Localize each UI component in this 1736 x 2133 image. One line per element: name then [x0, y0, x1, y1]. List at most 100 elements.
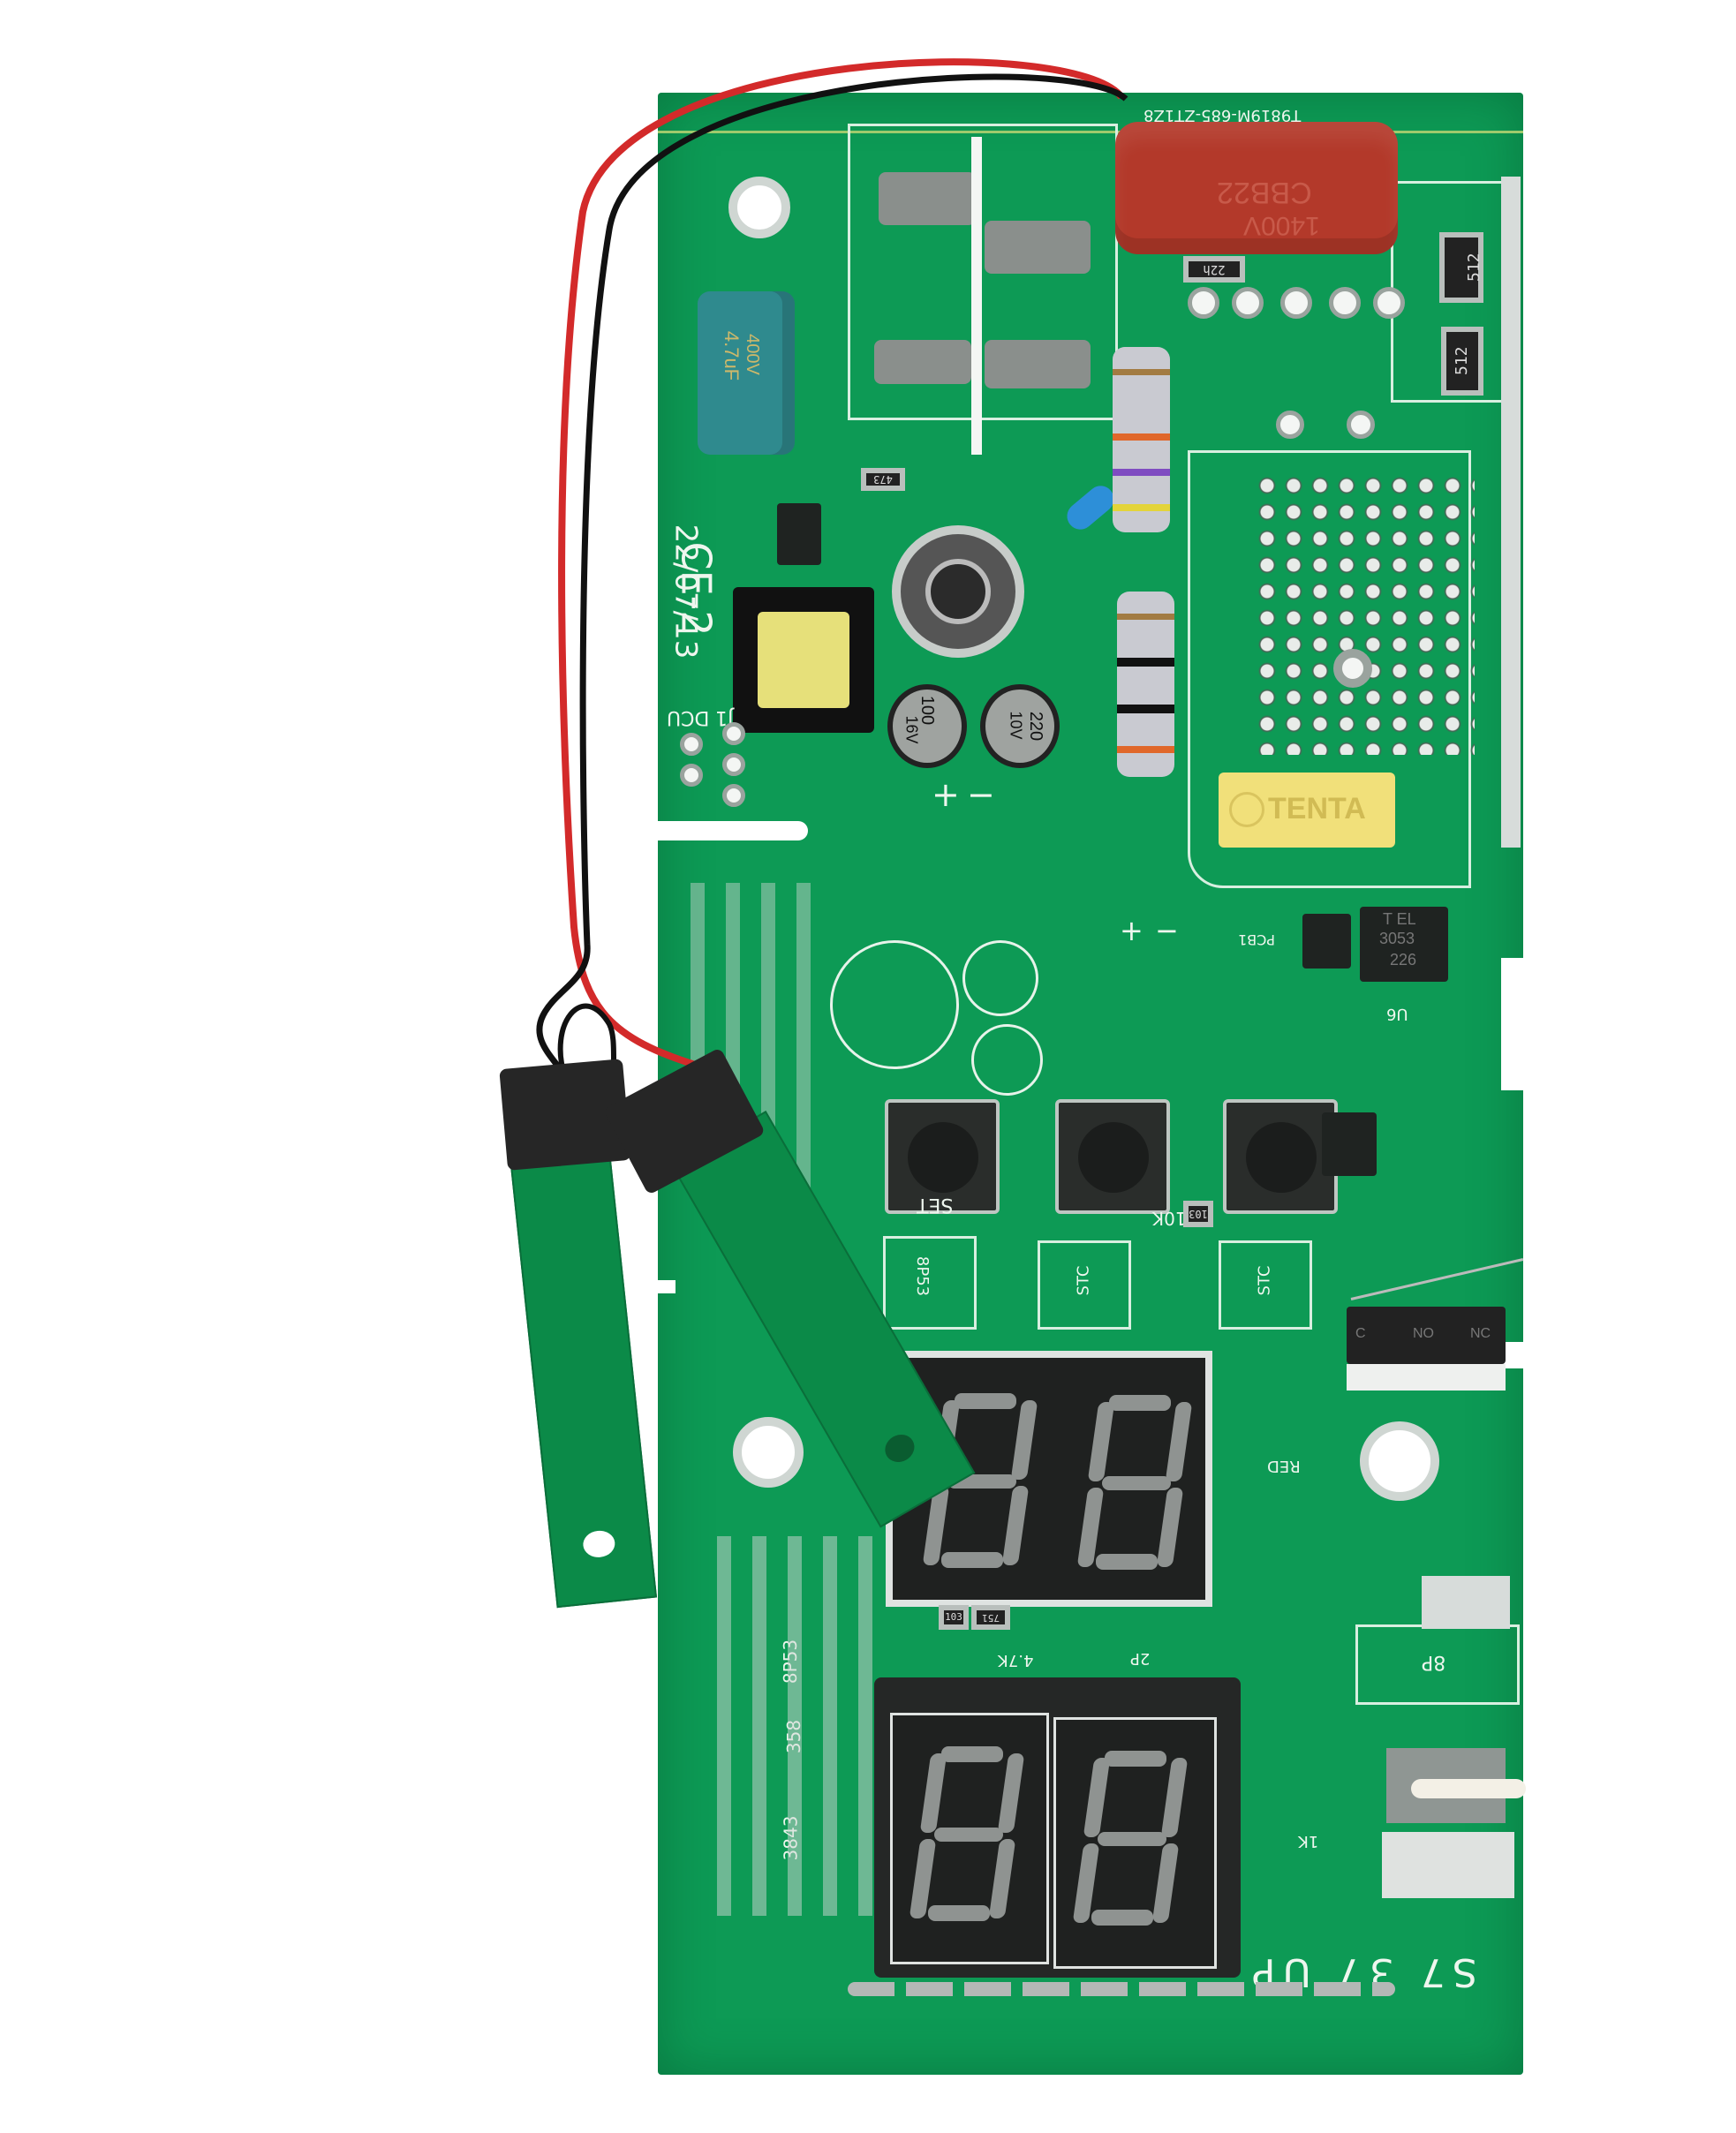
segment-a — [941, 1746, 1003, 1762]
electrolytic-capacitor-rating: 400V — [742, 334, 762, 375]
sensor-probe-left — [510, 1155, 658, 1609]
pin-8p-label: 8P — [1422, 1651, 1446, 1673]
ic-footprint-stc-b-label: STC — [1255, 1265, 1274, 1296]
j1-pin-1 — [722, 722, 745, 745]
resistor-1k-label: 1K — [1298, 1832, 1319, 1850]
set-button-label: SET — [917, 1194, 954, 1216]
smd-resistor-103: 103 — [1183, 1201, 1213, 1227]
smd-resistor-751: 751 — [971, 1605, 1010, 1630]
pad-6 — [1276, 411, 1304, 439]
cap-220-voltage: 10V — [1007, 711, 1025, 740]
optotriac-ic: T EL 3053 226 — [1360, 907, 1448, 982]
dcu-pin-1 — [680, 733, 703, 756]
segment-f — [1087, 1402, 1115, 1481]
segment-f — [919, 1753, 947, 1833]
ic-ref-u6: U6 — [1386, 1005, 1408, 1023]
film-capacitor: CBB22 1400V — [1115, 122, 1398, 254]
header-wire — [1411, 1779, 1526, 1798]
relay-pad-3 — [874, 340, 971, 384]
film-capacitor-rating: 1400V — [1243, 211, 1320, 240]
microswitch[interactable]: C NO NC — [1347, 1307, 1506, 1364]
ic-footprint-stc-b — [1219, 1240, 1312, 1330]
pin-2p-label: 2P — [1130, 1649, 1151, 1668]
segment-a — [955, 1393, 1016, 1409]
seven-segment-display-lower-right — [1053, 1717, 1217, 1969]
j1-pin-3 — [722, 784, 745, 807]
pad-row-5 — [1373, 287, 1405, 319]
band-4 — [1117, 746, 1174, 753]
smd-resistor-22h: 22h — [1183, 256, 1245, 283]
segment-c — [1156, 1488, 1184, 1567]
polarity-minus-upper: − — [967, 775, 995, 814]
connector-8p-plating — [1422, 1576, 1510, 1629]
segment-b — [1160, 1758, 1189, 1837]
relay-pad-1 — [879, 172, 976, 225]
band-2 — [1113, 433, 1170, 441]
ic-footprint-8p53-label: 8P53 — [913, 1255, 932, 1297]
potentiometer — [892, 525, 1024, 658]
segment-f — [1083, 1758, 1111, 1837]
probe-hole-icon — [581, 1529, 616, 1559]
smd-resistor-512-a: 512 — [1439, 232, 1483, 303]
smd-pad-array-left — [706, 1536, 874, 1916]
pad-row-2 — [1232, 287, 1264, 319]
digit-1 — [909, 1746, 1025, 1923]
smd-resistor-473: 473 — [861, 468, 905, 491]
band-3 — [1113, 469, 1170, 476]
segment-d — [928, 1905, 990, 1921]
y-capacitor: TENTA — [1219, 773, 1395, 848]
ic-footprint-stc-a-label: STC — [1074, 1265, 1093, 1296]
electrolytic-capacitor-label: 4.7uF — [721, 330, 743, 381]
polarity-plus-lower: + — [1120, 914, 1143, 947]
segment-g — [1102, 1476, 1171, 1490]
pcb-ref-label: PCB1 — [1238, 931, 1275, 948]
resistor-4k7-label: 4.7K — [998, 1651, 1034, 1669]
ic-footprint-stc-a — [1038, 1240, 1131, 1330]
set-button[interactable] — [885, 1099, 1000, 1214]
seven-segment-display-lower-left — [890, 1713, 1049, 1964]
mounting-hole-mid-right — [1360, 1421, 1439, 1501]
band-4 — [1113, 504, 1170, 511]
pad-7 — [1347, 411, 1375, 439]
microswitch-terminal-nc: NC — [1470, 1326, 1491, 1341]
pad-row-1 — [1188, 287, 1219, 319]
digit-2 — [1076, 1395, 1193, 1571]
band-3 — [1117, 705, 1174, 713]
segment-b — [997, 1753, 1025, 1833]
microswitch-terminal-c: C — [1355, 1326, 1366, 1341]
soic-ic-right — [1322, 1112, 1377, 1176]
plating-strip-right — [1501, 177, 1521, 848]
down-button[interactable] — [1223, 1099, 1338, 1214]
microswitch-base — [1347, 1364, 1506, 1391]
plating-pad-lower — [1382, 1832, 1514, 1898]
segment-c — [1151, 1843, 1180, 1923]
power-resistor-upper — [1113, 347, 1170, 532]
segment-g — [1098, 1832, 1166, 1846]
led-red-label: RED — [1267, 1457, 1301, 1475]
microswitch-terminal-no: NO — [1413, 1326, 1434, 1341]
segment-g — [934, 1828, 1003, 1842]
power-resistor-lower — [1117, 592, 1174, 777]
resistor-10k-label: 10K — [1152, 1208, 1187, 1229]
film-capacitor-label: CBB22 — [1217, 176, 1312, 209]
digit-1 — [922, 1393, 1038, 1570]
date-code-label: 22/07/13 — [668, 524, 704, 659]
digit-2 — [1072, 1751, 1189, 1927]
board-slot-2 — [658, 1280, 676, 1293]
board-notch — [1501, 958, 1536, 1090]
smd-resistor-103-b: 103 — [939, 1605, 969, 1630]
transformer-core — [758, 612, 849, 708]
buzzer-outline — [830, 940, 959, 1069]
band-1 — [1117, 614, 1174, 620]
segment-a — [1105, 1751, 1166, 1767]
segment-a — [1109, 1395, 1171, 1411]
connector-dcu-label: DCU — [667, 706, 710, 728]
up-button[interactable] — [1055, 1099, 1170, 1214]
probe-hole-right-icon — [879, 1428, 920, 1467]
polarity-minus-lower: − — [1155, 914, 1179, 947]
potentiometer-knob — [925, 559, 991, 624]
pad-row-3 — [1280, 287, 1312, 319]
segment-b — [1165, 1402, 1193, 1481]
photo-transistor-ic — [1302, 914, 1351, 969]
optotriac-marking-1: T EL — [1383, 910, 1416, 928]
